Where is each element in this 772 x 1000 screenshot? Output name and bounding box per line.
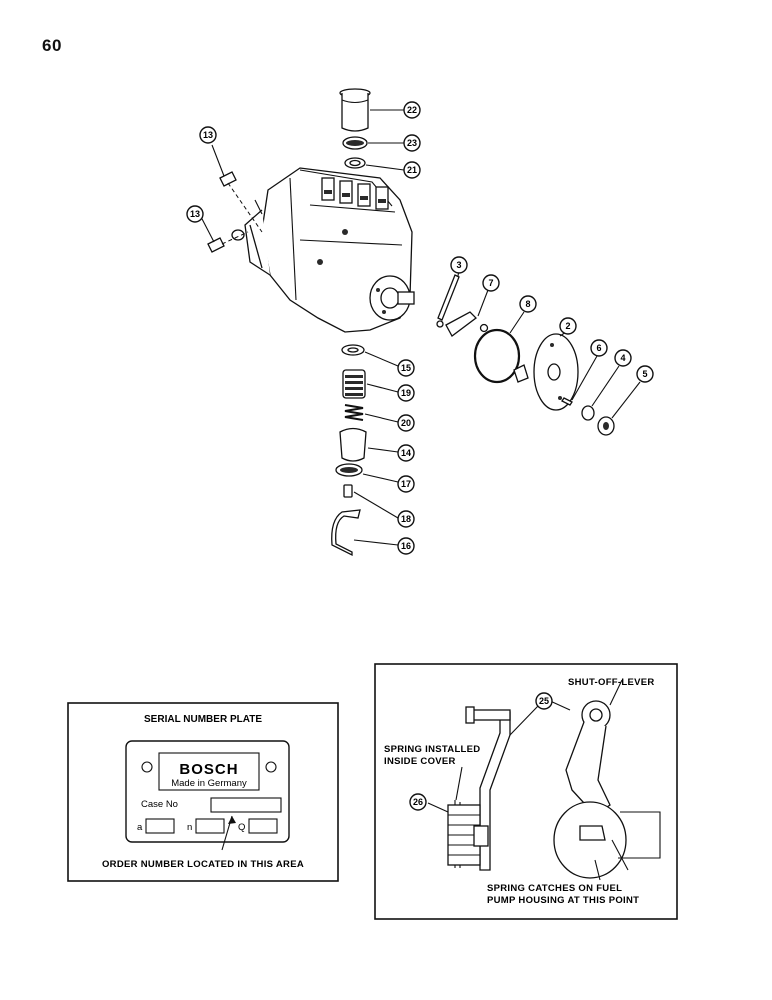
callout-17-text: 17 <box>401 479 411 489</box>
case-no-label: Case No <box>141 799 178 810</box>
callout-15-text: 15 <box>401 363 411 373</box>
callout-13-lower-text: 13 <box>190 209 200 219</box>
injection-pump-body <box>244 167 415 333</box>
nut-18 <box>343 484 399 519</box>
callout-6: 6 <box>590 339 608 357</box>
callout-16: 16 <box>397 537 415 555</box>
callout-6-text: 6 <box>596 343 601 353</box>
lever-7 <box>445 289 489 337</box>
field-q-label: Q <box>238 822 245 833</box>
serial-plate-title: SERIAL NUMBER PLATE <box>144 714 262 725</box>
washer-21 <box>344 157 405 171</box>
field-a-box <box>145 818 175 834</box>
made-in-germany: Made in Germany <box>171 778 247 789</box>
callout-18: 18 <box>397 510 415 528</box>
bowl-14 <box>339 427 399 462</box>
callout-8-text: 8 <box>525 299 530 309</box>
shut-off-lever-label: SHUT-OFF-LEVER <box>568 677 655 688</box>
callout-19-text: 19 <box>401 388 411 398</box>
callout-26-text: 26 <box>413 797 423 807</box>
callout-23-text: 23 <box>407 138 417 148</box>
filter-element-19 <box>342 369 399 399</box>
callout-21: 21 <box>403 161 421 179</box>
screw-13-upper <box>211 144 263 233</box>
clamp-16 <box>331 509 399 557</box>
washer-4 <box>581 365 620 421</box>
callout-18-text: 18 <box>401 514 411 524</box>
callout-2-text: 2 <box>565 321 570 331</box>
page-number: 60 <box>42 36 62 55</box>
order-number-note: ORDER NUMBER LOCATED IN THIS AREA <box>102 859 304 870</box>
callout-3-text: 3 <box>456 260 461 270</box>
field-n-label: n <box>187 822 192 833</box>
field-a-label: a <box>137 822 143 833</box>
serial-number-plate-panel: SERIAL NUMBER PLATE BOSCH Made in German… <box>67 702 339 882</box>
plate-rivet-left <box>141 761 153 773</box>
spring-catches-line2: PUMP HOUSING AT THIS POINT <box>487 895 639 906</box>
pin-6 <box>561 355 598 406</box>
cap-22 <box>339 88 404 132</box>
callout-2: 2 <box>559 317 577 335</box>
bushing <box>513 364 529 383</box>
callout-23: 23 <box>403 134 421 152</box>
gasket-17 <box>335 463 399 483</box>
spring-installed-line1: SPRING INSTALLED <box>384 744 480 755</box>
field-q-box <box>248 818 278 834</box>
shaft-3 <box>436 269 460 328</box>
bosch-brand: BOSCH <box>179 761 238 778</box>
callout-26: 26 <box>409 793 427 811</box>
callout-19: 19 <box>397 384 415 402</box>
callout-7: 7 <box>482 274 500 292</box>
screw-13-lower <box>199 214 249 253</box>
callout-22: 22 <box>403 101 421 119</box>
nut-5 <box>597 381 641 436</box>
callout-25-text: 25 <box>539 696 549 706</box>
field-n-box <box>195 818 225 834</box>
callout-5: 5 <box>636 365 654 383</box>
spring-20 <box>344 404 399 423</box>
callout-7-text: 7 <box>488 278 493 288</box>
washer-15 <box>341 344 399 367</box>
callout-15: 15 <box>397 359 415 377</box>
callout-5-text: 5 <box>642 369 647 379</box>
case-no-field <box>210 797 282 813</box>
callout-25: 25 <box>535 692 553 710</box>
shutoff-lever-inset: SHUT-OFF-LEVER SPRING INSTALLED INSIDE C… <box>374 663 678 920</box>
callout-14: 14 <box>397 444 415 462</box>
callout-22-text: 22 <box>407 105 417 115</box>
callout-3: 3 <box>450 256 468 274</box>
o-ring-8 <box>473 311 525 384</box>
callout-14-text: 14 <box>401 448 411 458</box>
plate-2 <box>533 331 579 411</box>
callout-20: 20 <box>397 414 415 432</box>
spring-installed-line2: INSIDE COVER <box>384 756 456 767</box>
spring-catches-line1: SPRING CATCHES ON FUEL <box>487 883 622 894</box>
seal-ring-23 <box>342 136 404 150</box>
callout-21-text: 21 <box>407 165 417 175</box>
callout-13-upper: 13 <box>199 126 217 144</box>
callout-17: 17 <box>397 475 415 493</box>
callout-16-text: 16 <box>401 541 411 551</box>
callout-13-upper-text: 13 <box>203 130 213 140</box>
callout-4: 4 <box>614 349 632 367</box>
plate-rivet-right <box>265 761 277 773</box>
callout-8: 8 <box>519 295 537 313</box>
callout-4-text: 4 <box>620 353 625 363</box>
callout-13-lower: 13 <box>186 205 204 223</box>
callout-20-text: 20 <box>401 418 411 428</box>
